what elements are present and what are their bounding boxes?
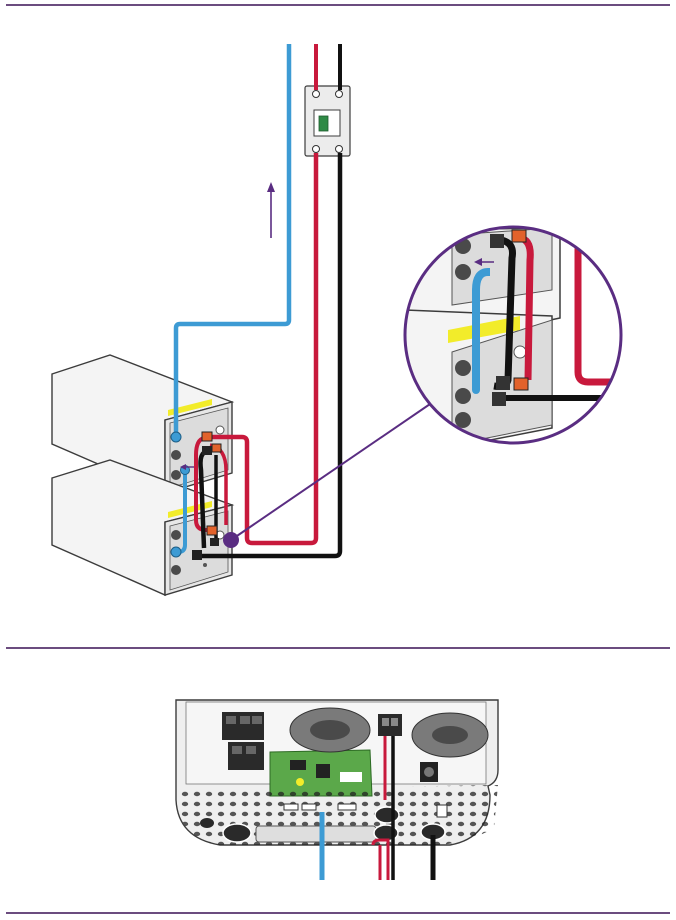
negative-cable-main [192,153,343,559]
middle-divider [6,647,670,649]
inverter-underside-icon [175,699,499,846]
zoom-callout-dot [223,532,239,548]
battery-upper-label [168,399,212,416]
zoom-callout-leader [230,401,434,541]
upper-terminal-connectors [201,431,222,455]
direction-arrow-icon [180,464,194,470]
circuit-breaker-icon [304,85,351,157]
positive-cable-main [212,153,319,546]
inverter-ac-terminal-block [222,712,264,770]
zoom-callout-icon [403,225,623,445]
top-divider [6,4,670,6]
upward-arrow-icon [267,182,275,238]
inverter-dc-terminal [378,714,402,736]
signal-cable-main [173,44,292,437]
lower-terminal-connectors [192,525,219,560]
inverter-positive-cable [371,736,390,880]
bottom-divider [6,912,670,914]
